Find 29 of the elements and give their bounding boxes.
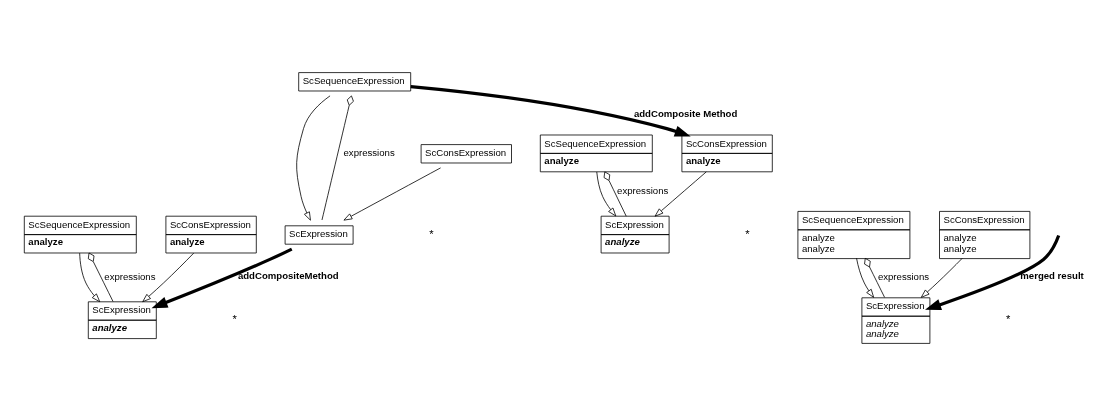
arrow	[151, 247, 293, 308]
arrow	[920, 257, 963, 298]
arrow	[79, 252, 101, 302]
connector	[87, 252, 114, 302]
arrow	[654, 170, 707, 217]
label: *	[745, 227, 750, 240]
node-box: ScConsExpression	[420, 143, 512, 163]
connector	[321, 95, 354, 220]
arrow	[142, 252, 195, 302]
edge-label: expressions	[617, 184, 669, 196]
arrow	[410, 84, 691, 136]
edge-label: expressions	[104, 270, 156, 282]
label: *	[1006, 312, 1011, 325]
label: *	[429, 227, 434, 240]
node-box: ScExpression	[284, 224, 354, 245]
arrow	[856, 257, 875, 298]
connector	[603, 170, 627, 217]
arrow	[296, 94, 331, 221]
arrow	[925, 234, 1061, 310]
node-box: ScSequenceExpression	[298, 71, 412, 91]
edge-label: expressions	[877, 270, 930, 282]
edge-label: merged result	[1020, 269, 1084, 281]
edge-label: addCompositeMethod	[237, 269, 339, 281]
connector	[864, 257, 885, 298]
arrow	[343, 167, 441, 221]
arrow	[596, 171, 617, 216]
label: *	[232, 312, 237, 325]
edge-label: expressions	[343, 146, 395, 158]
edge-label: addComposite Method	[633, 107, 738, 119]
